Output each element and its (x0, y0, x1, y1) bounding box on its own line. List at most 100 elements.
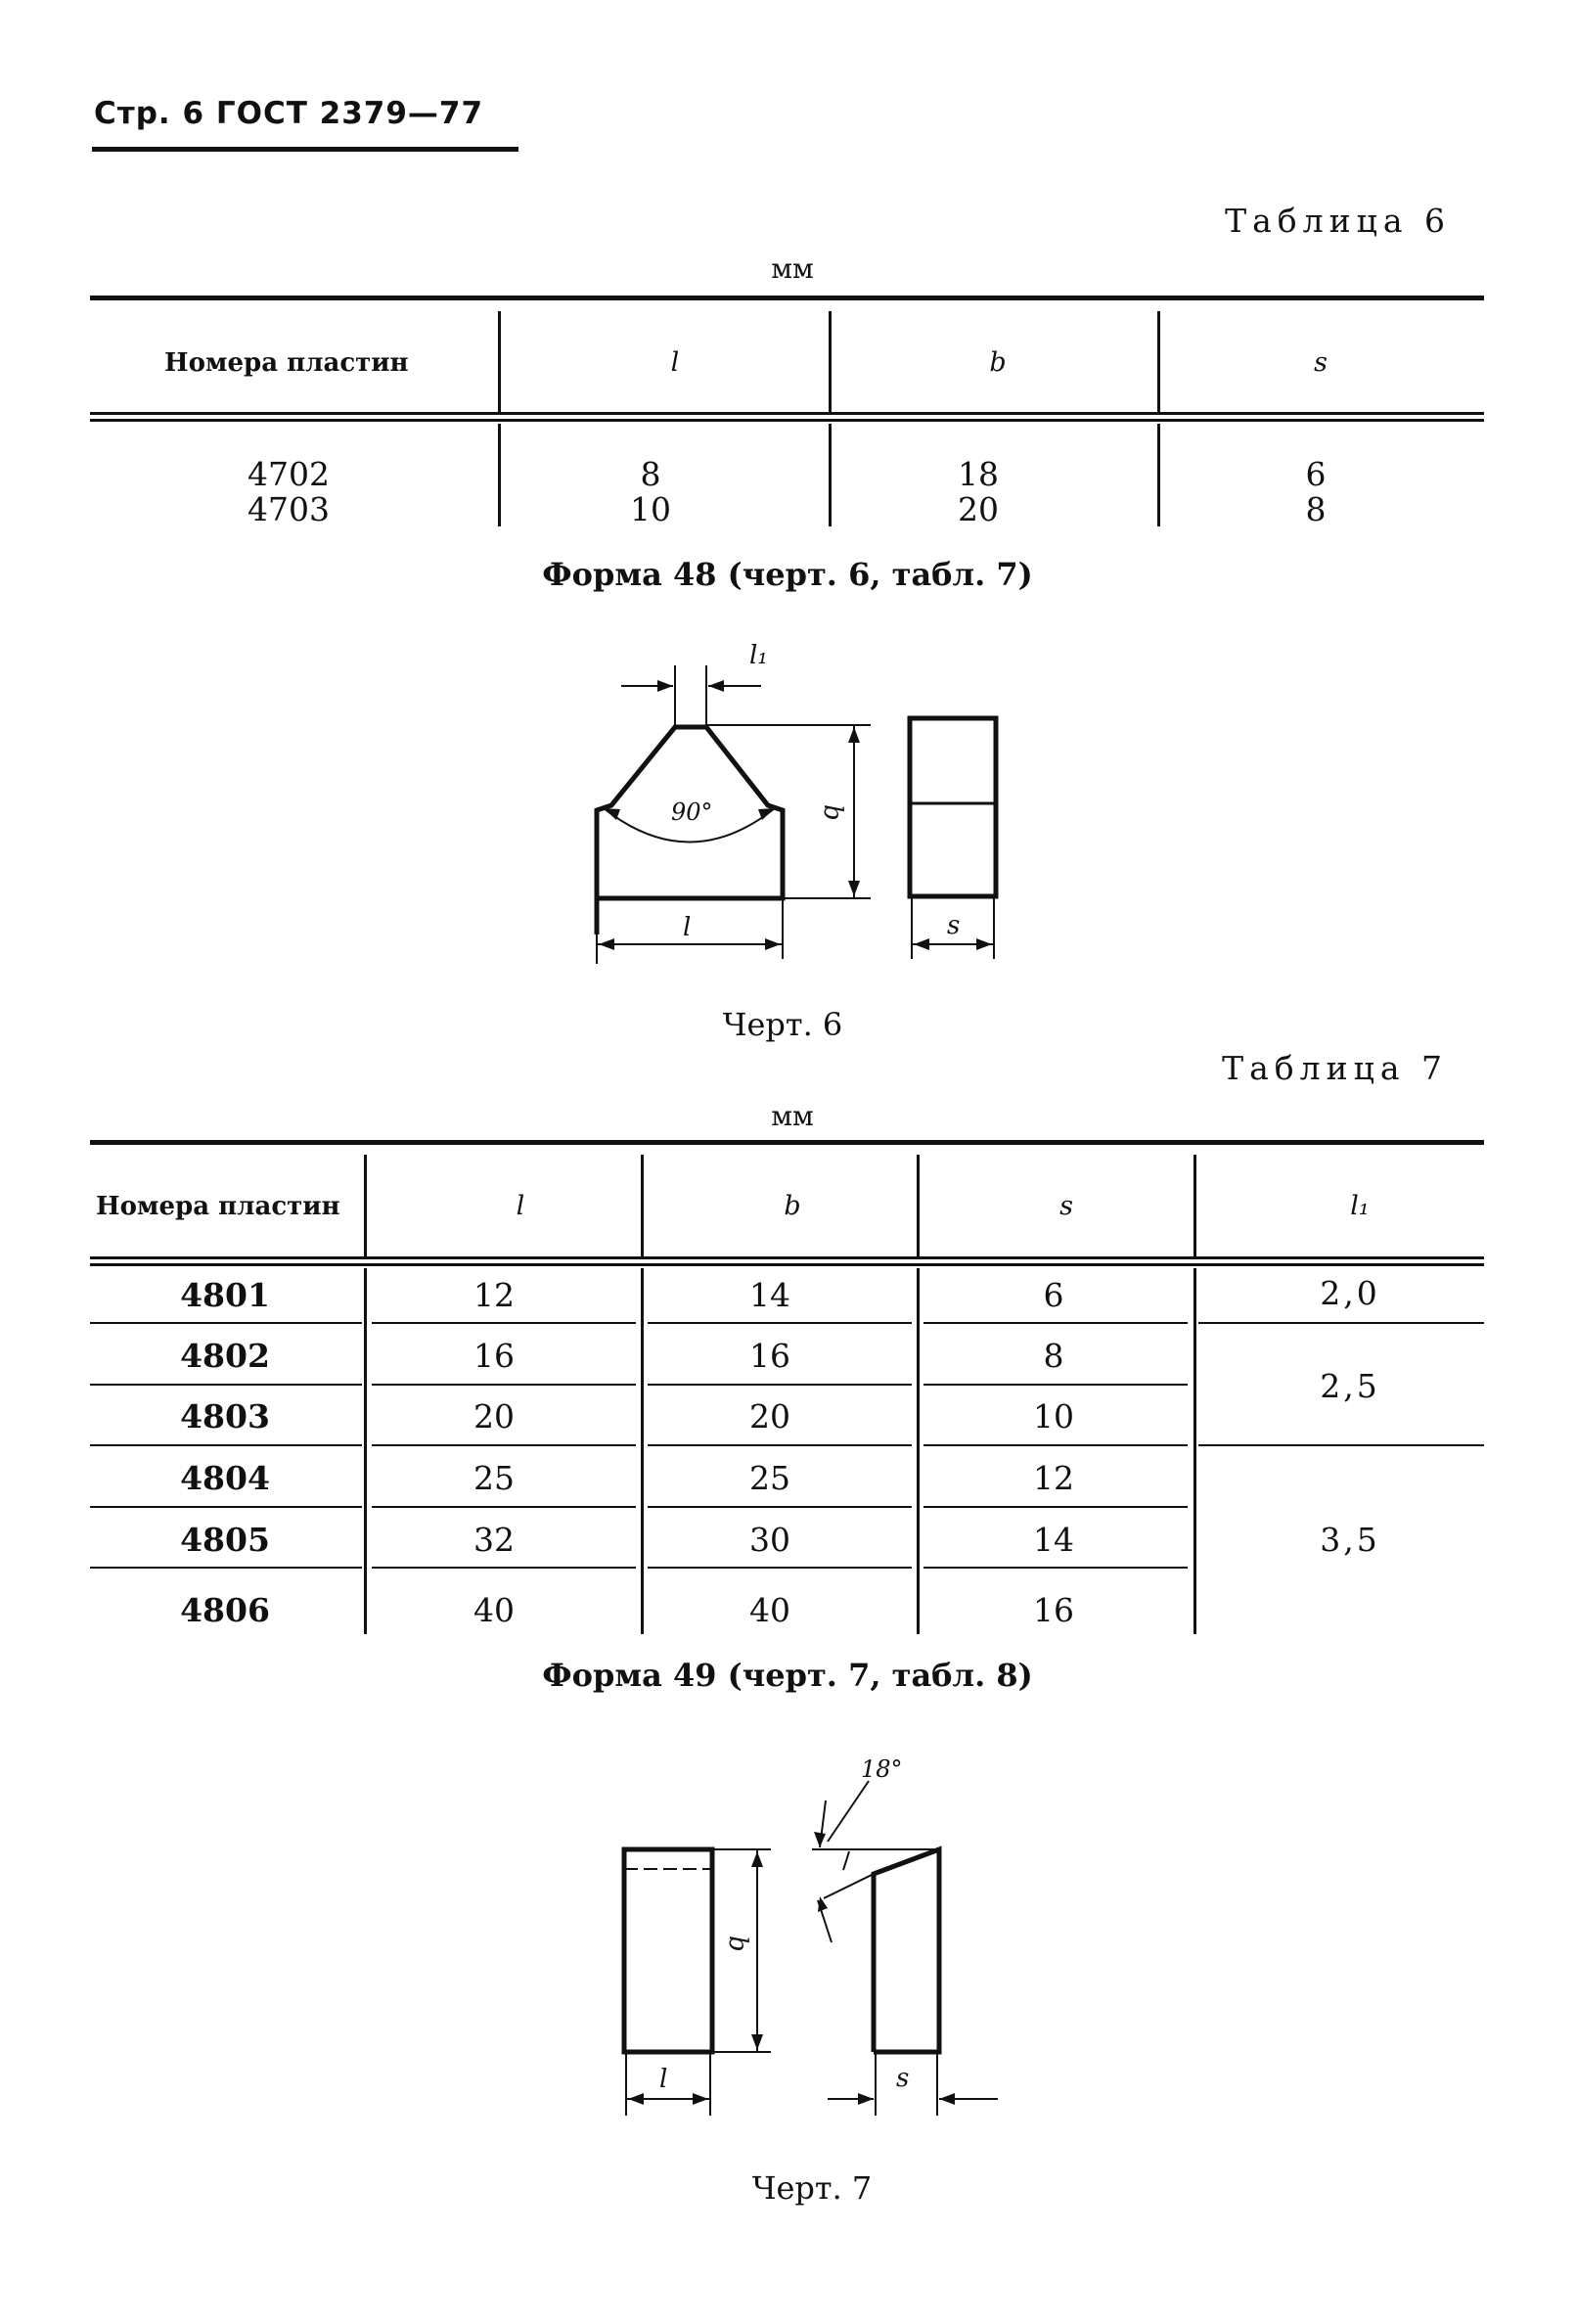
table7-header-s: s (1059, 1191, 1073, 1221)
drawing6-s-label: s (947, 911, 960, 940)
table7-plate-number: 4806 (180, 1591, 270, 1629)
drawing6-b-label: b (818, 804, 847, 821)
table7-cell: 10 (1033, 1397, 1074, 1435)
table7-cell: 16 (473, 1337, 515, 1375)
table7-cell: 12 (1033, 1459, 1074, 1497)
table7-row-rule (648, 1506, 912, 1508)
table6-cell: 8 (640, 455, 661, 493)
table7-plate-number: 4803 (180, 1397, 270, 1435)
drawing7-s-label: s (896, 2064, 909, 2093)
table7-cell: 30 (749, 1521, 790, 1559)
table6-cell: 6 (1305, 455, 1327, 493)
table6-caption: Таблица 6 (1225, 202, 1451, 240)
table7-cell: 12 (473, 1276, 515, 1314)
table7-divider (1193, 1155, 1196, 1256)
table6-cell: 4702 (248, 455, 330, 493)
table7-plate-number: 4801 (180, 1276, 270, 1314)
table7-row-rule (90, 1322, 362, 1324)
table6-divider (1157, 311, 1160, 412)
table7-row-rule (923, 1322, 1188, 1324)
table7-row-rule (923, 1506, 1188, 1508)
header-underline (92, 147, 518, 152)
table7-row-rule (1198, 1322, 1484, 1324)
table7-cell: 40 (473, 1591, 515, 1629)
drawing7-caption: Черт. 7 (751, 2169, 873, 2207)
table7-cell: 20 (749, 1397, 790, 1435)
table7-divider (364, 1268, 367, 1634)
table7-row-rule (648, 1322, 912, 1324)
table7-cell: 16 (1033, 1591, 1074, 1629)
table7-row-rule (923, 1384, 1188, 1386)
table7-row-rule (90, 1444, 362, 1446)
table7-row-rule (90, 1567, 362, 1569)
table7-row-rule (372, 1444, 636, 1446)
table6-divider (1157, 424, 1160, 526)
table7-row-rule (648, 1444, 912, 1446)
table6-header-s: s (1314, 347, 1328, 378)
table7-cell: 32 (473, 1521, 515, 1559)
table7-cell: 16 (749, 1337, 790, 1375)
table7-l1-group: 2,5 (1320, 1367, 1380, 1405)
table7-cell: 14 (749, 1276, 790, 1314)
table7-cell: 25 (749, 1459, 790, 1497)
table7-cell: 8 (1043, 1337, 1064, 1375)
form48-caption: Форма 48 (черт. 6, табл. 7) (542, 556, 1033, 593)
table7-divider (641, 1268, 644, 1634)
table7-units: мм (771, 1100, 814, 1132)
table7-row-rule (372, 1384, 636, 1386)
table7-row-rule (648, 1384, 912, 1386)
table7-head-rule-1 (90, 1256, 1484, 1259)
table7-cell: 25 (473, 1459, 515, 1497)
table6-cell: 20 (958, 490, 999, 528)
table7-cell: 6 (1043, 1276, 1064, 1314)
table7-caption: Таблица 7 (1222, 1049, 1448, 1087)
table7-plate-number: 4804 (180, 1459, 270, 1497)
table7-row-rule (923, 1567, 1188, 1569)
form49-caption: Форма 49 (черт. 7, табл. 8) (542, 1657, 1033, 1694)
table7-cell: 20 (473, 1397, 515, 1435)
table7-divider (364, 1155, 367, 1256)
drawing7-l-label: l (659, 2065, 667, 2094)
drawing6-caption: Черт. 6 (722, 1006, 843, 1043)
drawing-7: b l 18° s (621, 1755, 998, 2116)
table7-top-rule (90, 1140, 1484, 1145)
table7-divider (917, 1268, 920, 1634)
table7-divider (641, 1155, 644, 1256)
table6-cell: 18 (958, 455, 999, 493)
table7-divider (1193, 1268, 1196, 1634)
table7-l1-group: 2,0 (1320, 1274, 1380, 1312)
table6-head-rule-2 (90, 419, 1484, 422)
table7-header-b: b (784, 1191, 801, 1221)
table7-row-rule (90, 1506, 362, 1508)
page-header: Стр. 6 ГОСТ 2379—77 (94, 96, 484, 131)
table7-header-l: l (516, 1191, 525, 1221)
drawing-6: l₁ 90° b l s (594, 641, 999, 964)
table7-row-rule (372, 1322, 636, 1324)
table7-row-rule (372, 1567, 636, 1569)
table7-row-rule (1198, 1444, 1484, 1446)
table6-divider (829, 311, 832, 412)
table7-divider (917, 1155, 920, 1256)
table7-plate-number: 4805 (180, 1521, 270, 1559)
table7-row-rule (648, 1567, 912, 1569)
drawing6-l1-label: l₁ (749, 641, 768, 670)
table6-top-rule (90, 296, 1484, 300)
table6-divider (498, 424, 501, 526)
drawing7-b-label: b (723, 1936, 752, 1952)
table7-row-rule (372, 1506, 636, 1508)
drawing7-angle-label: 18° (861, 1755, 903, 1783)
table7-cell: 40 (749, 1591, 790, 1629)
drawing6-angle-label: 90° (671, 798, 713, 826)
table6-units: мм (771, 252, 814, 285)
table6-cell: 4703 (248, 490, 330, 528)
table7-cell: 14 (1033, 1521, 1074, 1559)
table7-row-rule (923, 1444, 1188, 1446)
table6-cell: 8 (1305, 490, 1327, 528)
table7-header-plate: Номера пластин (96, 1192, 340, 1221)
table6-cell: 10 (630, 490, 671, 528)
table6-divider (829, 424, 832, 526)
table6-head-rule-1 (90, 412, 1484, 415)
table7-l1-group: 3,5 (1320, 1521, 1380, 1559)
table6-divider (498, 311, 501, 412)
table7-header-l1: l₁ (1350, 1191, 1370, 1221)
